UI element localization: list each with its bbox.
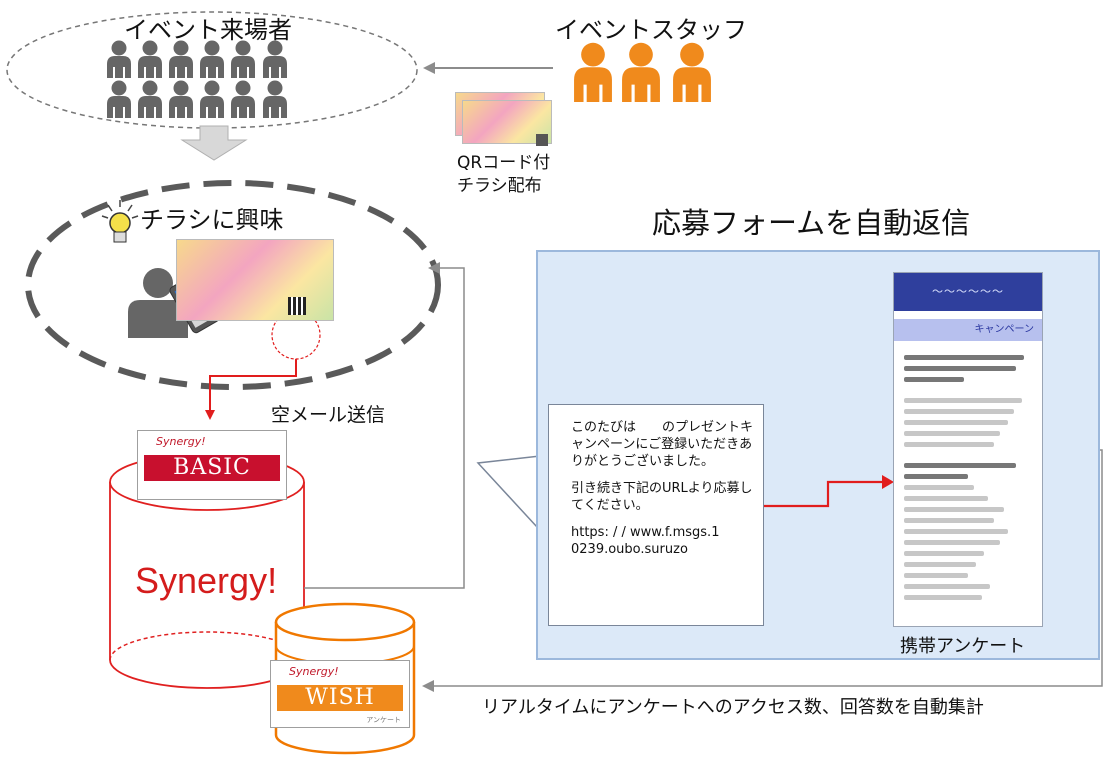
staff-group-icon xyxy=(574,42,711,102)
synergy-logo: Synergy! xyxy=(135,560,278,601)
synergy-basic-box: Synergy! BASIC xyxy=(137,430,287,500)
mobile-survey-label: 携帯アンケート xyxy=(900,636,1026,657)
interest-ellipse xyxy=(25,180,441,390)
mobile-survey-screen: ～～～～～～ キャンペーン xyxy=(893,272,1043,627)
wish-brand: Synergy! xyxy=(289,665,339,678)
reply-message-instruction: 引き続き下記のURLより応募してください。 xyxy=(571,481,753,513)
empty-mail-label: 空メール送信 xyxy=(271,404,386,426)
qr-code-icon xyxy=(536,134,548,146)
survey-tab: キャンペーン xyxy=(894,319,1042,341)
reply-message-text: このたびは のプレゼントキャンペーンにご登録いただきありがとうございました。 xyxy=(571,420,754,469)
aggregation-label: リアルタイムにアンケートへのアクセス数、回答数を自動集計 xyxy=(482,697,984,718)
staff-label: イベントスタッフ xyxy=(555,16,747,44)
visitors-ellipse xyxy=(6,11,418,129)
lightbulb-icon xyxy=(101,200,139,243)
empty-mail-arrow xyxy=(205,359,297,420)
bubble-tail xyxy=(476,454,550,541)
reply-message-bubble: このたびは のプレゼントキャンペーンにご登録いただきありがとうございました。 引… xyxy=(548,404,764,626)
wish-name: WISH xyxy=(277,685,403,711)
basic-name: BASIC xyxy=(144,455,280,481)
flyer-qr-code-icon xyxy=(288,297,306,315)
down-block-arrow xyxy=(180,125,248,161)
flyer-distribution-line2: チラシ配布 xyxy=(457,176,542,196)
visitors-label: イベント来場者 xyxy=(124,16,292,44)
synergy-wish-box: Synergy! WISH アンケート xyxy=(270,660,410,728)
auto-reply-title: 応募フォームを自動返信 xyxy=(652,206,971,240)
bubble-to-survey-arrow xyxy=(764,475,894,508)
reply-message-url: https: / / www.f.msgs.1 0239.oubo.suruzo xyxy=(571,525,720,557)
flyer-distribution-line1: QRコード付 xyxy=(457,153,551,173)
visitors-crowd-icon xyxy=(107,40,287,118)
wish-sub: アンケート xyxy=(366,716,401,724)
reply-to-user-connector xyxy=(304,262,465,589)
flyer-interest-label: チラシに興味 xyxy=(140,206,284,234)
flyer-image xyxy=(176,239,334,321)
survey-header: ～～～～～～ xyxy=(894,273,1042,311)
flyer-distribution-label: QRコード付 チラシ配布 xyxy=(457,152,550,198)
basic-brand: Synergy! xyxy=(156,435,206,448)
